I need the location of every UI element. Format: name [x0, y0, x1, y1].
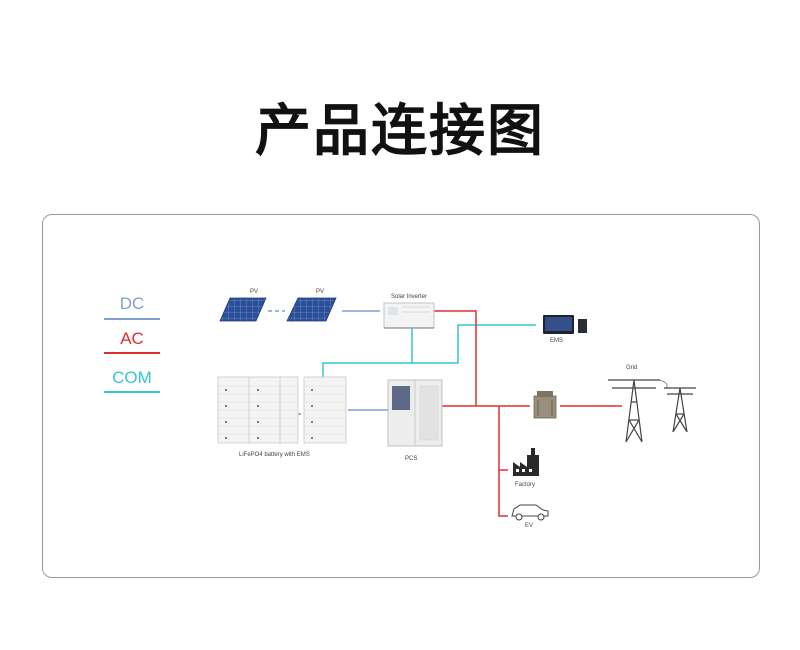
dc-lines — [268, 310, 388, 415]
ac-lines — [434, 310, 622, 517]
ev-label: EV — [525, 523, 534, 529]
battery-racks-icon — [217, 376, 347, 444]
pcs-label: PCS — [405, 456, 418, 462]
page-title: 产品连接图 — [255, 99, 545, 164]
legend-com-label: COM — [112, 368, 152, 387]
transformer-icon — [533, 391, 557, 419]
ems-label: EMS — [550, 338, 564, 344]
legend-ac-label: AC — [120, 329, 144, 348]
grid-towers-icon — [608, 379, 696, 443]
solar-inverter-label: Solar Inverter — [391, 294, 428, 300]
ev-car-icon — [511, 504, 549, 521]
pv2-label: PV — [316, 289, 325, 295]
legend-com-line — [104, 391, 160, 393]
pv1-label: PV — [250, 289, 259, 295]
battery-label: LiFePO4 battery with EMS — [239, 452, 310, 458]
legend-dc-line — [104, 318, 160, 320]
pcs-cabinet-icon — [387, 379, 443, 447]
grid-label: Grid — [626, 365, 638, 371]
solar-inverter-icon — [383, 302, 435, 329]
factory-icon — [513, 448, 539, 476]
pv-panel-2 — [286, 297, 337, 322]
factory-label: Factory — [515, 482, 536, 488]
legend-dc-label: DC — [119, 294, 145, 313]
legend-ac-line — [104, 352, 160, 354]
com-lines — [322, 324, 536, 380]
pv-panel-1 — [219, 297, 267, 322]
ems-icon — [543, 315, 587, 334]
